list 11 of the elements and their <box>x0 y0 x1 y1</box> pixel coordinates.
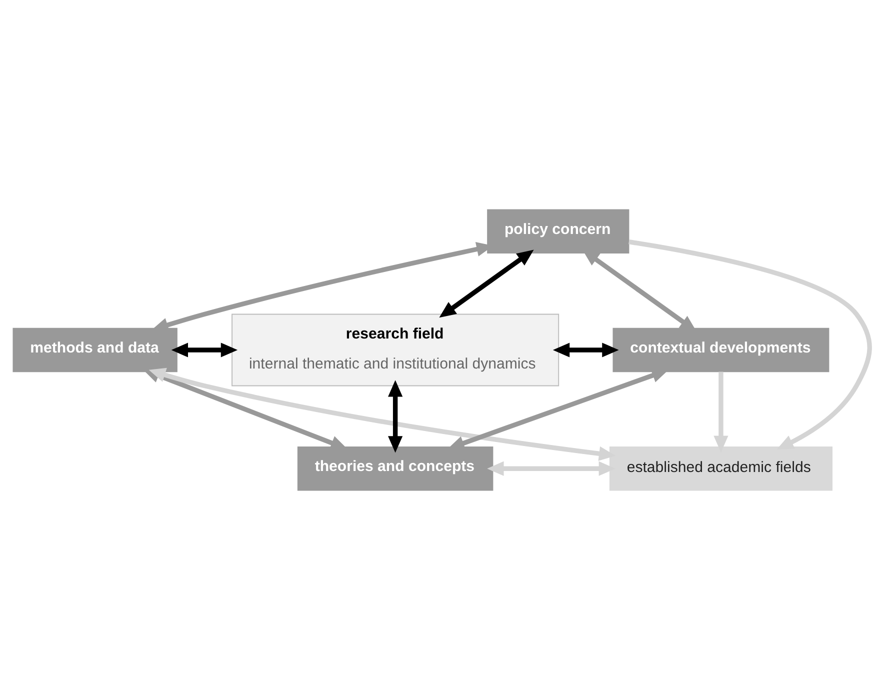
arrow <box>628 240 872 450</box>
node-box: research field internal thematic and institutional dynamics <box>232 314 560 386</box>
node-box: contextual developments <box>612 328 830 372</box>
node-box: policy concern <box>487 209 630 254</box>
arrow <box>439 250 534 318</box>
node-box: established academic fields <box>609 446 832 491</box>
node-box: methods and data <box>12 328 178 372</box>
arrow <box>171 342 238 358</box>
node-box: theories and concepts <box>297 446 494 491</box>
arrow <box>552 342 619 358</box>
arrow <box>388 380 403 453</box>
